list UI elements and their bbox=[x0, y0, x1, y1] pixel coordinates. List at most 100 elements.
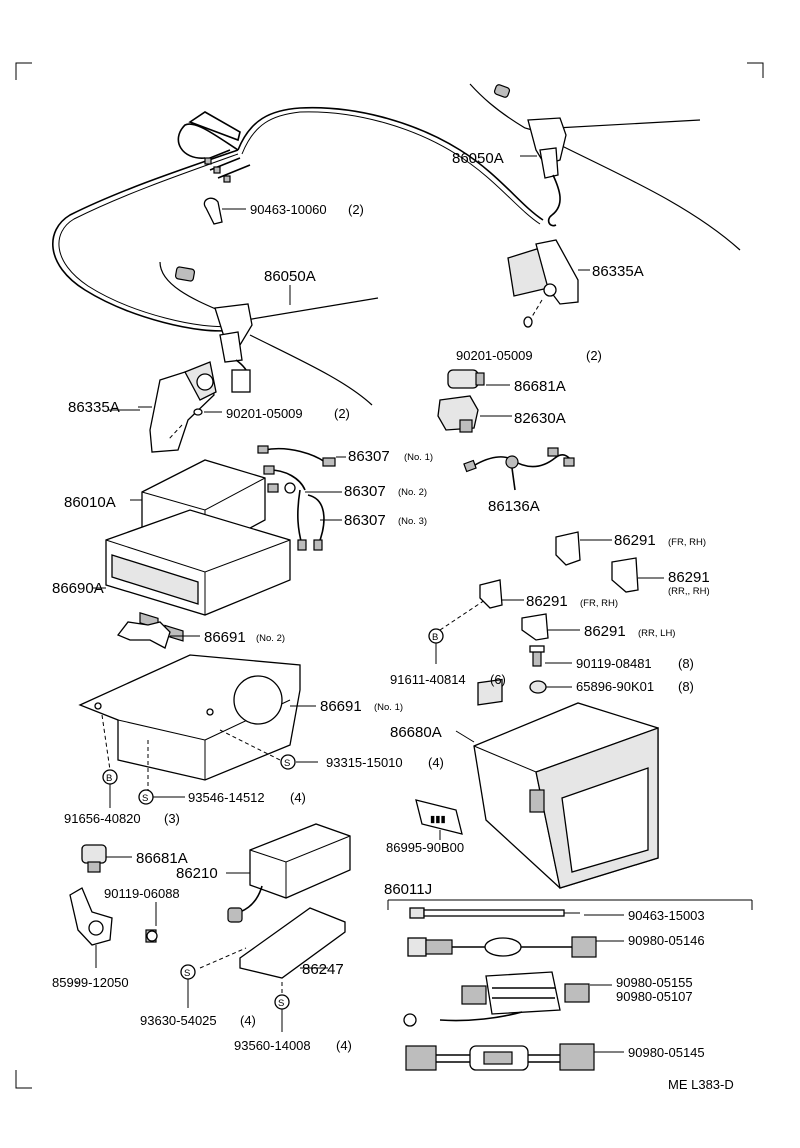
label-86995-90B00: ▮▮▮ bbox=[415, 799, 463, 840]
symbol-s-93630: S bbox=[184, 968, 190, 979]
label-86335A-left: 86335A bbox=[68, 399, 120, 416]
label-86995: 86995-90B00 bbox=[386, 840, 464, 855]
note-86291-d: (RR, LH) bbox=[638, 628, 675, 639]
note-86291-a: (FR, RH) bbox=[668, 537, 706, 548]
harness-90980-05155 bbox=[403, 971, 612, 1027]
label-90119-06088: 90119-06088 bbox=[104, 886, 180, 901]
label-86681A-bottom: 86681A bbox=[136, 850, 188, 867]
label-90463-10060: 90463-10060 bbox=[250, 202, 327, 217]
switch-86681A-bottom bbox=[81, 844, 132, 873]
bracket-86291-fr-rh-a bbox=[555, 531, 612, 566]
cord-86307-no2 bbox=[263, 465, 342, 494]
label-90980-05155: 90980-05155 bbox=[616, 975, 693, 990]
qty-93560: (4) bbox=[336, 1038, 352, 1053]
qty-90201-right: (2) bbox=[586, 348, 602, 363]
unit-86690A bbox=[92, 509, 291, 642]
label-86291-b: 86291 bbox=[668, 569, 710, 586]
note-86291-c: (FR, RH) bbox=[580, 598, 618, 609]
label-91611: 91611-40814 bbox=[390, 672, 466, 687]
label-86050A-mid: 86050A bbox=[264, 268, 316, 285]
svg-text:▮▮▮: ▮▮▮ bbox=[430, 814, 446, 825]
monitor-86680A bbox=[455, 678, 659, 889]
qty-93630: (4) bbox=[240, 1013, 256, 1028]
bracket-86691-no2 bbox=[116, 621, 200, 649]
symbol-s-93315: S bbox=[284, 758, 290, 769]
label-90201-right: 90201-05009 bbox=[456, 348, 533, 363]
label-86136A: 86136A bbox=[488, 498, 540, 515]
bracket-86291-fr-rh-c bbox=[479, 579, 524, 609]
tray-86691-no1 bbox=[78, 654, 316, 795]
harness-90980-05146 bbox=[407, 936, 624, 958]
label-86307-no3: 86307 bbox=[344, 512, 386, 529]
label-86210: 86210 bbox=[176, 865, 218, 882]
label-93560: 93560-14008 bbox=[234, 1038, 311, 1053]
label-93630: 93630-54025 bbox=[140, 1013, 217, 1028]
label-86010A: 86010A bbox=[64, 494, 116, 511]
cord-86307-no3 bbox=[297, 489, 342, 551]
cord-86307-no1 bbox=[257, 445, 346, 467]
qty-93546: (4) bbox=[290, 790, 306, 805]
symbol-markers bbox=[102, 597, 489, 1032]
label-93315: 93315-15010 bbox=[326, 755, 403, 770]
antenna-cable-86050A bbox=[52, 106, 544, 332]
label-86291-a: 86291 bbox=[614, 532, 656, 549]
bracket-86247 bbox=[199, 907, 346, 993]
label-90463-15003: 90463-15003 bbox=[628, 908, 705, 923]
label-90980-05145: 90980-05145 bbox=[628, 1045, 705, 1060]
label-86691-no1: 86691 bbox=[320, 698, 362, 715]
label-65896: 65896-90K01 bbox=[576, 679, 654, 694]
note-86307-no3: (No. 3) bbox=[398, 516, 427, 527]
part-labels: 86050A 90463-10060 (2) 86050A 86335A 902… bbox=[52, 150, 734, 1092]
antenna-86050A-lower bbox=[159, 261, 379, 406]
label-86690A: 86690A bbox=[52, 580, 104, 597]
note-86307-no1: (No. 1) bbox=[404, 452, 433, 463]
leader-lines bbox=[76, 409, 140, 983]
symbol-letters: B B S S S S bbox=[106, 632, 438, 1009]
label-86291-d: 86291 bbox=[584, 623, 626, 640]
kit-86011J bbox=[387, 899, 753, 910]
qty-90119-08481: (8) bbox=[678, 656, 694, 671]
connector-82630A bbox=[437, 395, 512, 433]
symbol-s-93546: S bbox=[142, 793, 148, 804]
qty-93315: (4) bbox=[428, 755, 444, 770]
antenna-bracket-86335A-left bbox=[138, 361, 222, 453]
tie-90463-15003 bbox=[409, 907, 624, 919]
antenna-86050A-upper bbox=[469, 83, 741, 251]
label-82630A: 82630A bbox=[514, 410, 566, 427]
holder-85999-12050 bbox=[69, 887, 113, 968]
note-86307-no2: (No. 2) bbox=[398, 487, 427, 498]
label-90980-05146: 90980-05146 bbox=[628, 933, 705, 948]
label-86050A-top: 86050A bbox=[452, 150, 504, 167]
qty-65896: (8) bbox=[678, 679, 694, 694]
label-90201-left: 90201-05009 bbox=[226, 406, 303, 421]
note-86691-no2: (No. 2) bbox=[256, 633, 285, 644]
reference-code: ME L383-D bbox=[668, 1077, 734, 1092]
unit-86210 bbox=[226, 823, 351, 923]
label-86011J: 86011J bbox=[384, 881, 432, 898]
symbol-s-93560: S bbox=[278, 998, 284, 1009]
bolt-90119-08481 bbox=[529, 645, 572, 667]
label-86291-c: 86291 bbox=[526, 593, 568, 610]
symbol-b-91611: B bbox=[432, 632, 438, 643]
bracket-86291-rr-lh-d bbox=[521, 613, 580, 641]
label-86307-no1: 86307 bbox=[348, 448, 390, 465]
note-86291-b: (RR,, RH) bbox=[668, 586, 710, 597]
note-86691-no1: (No. 1) bbox=[374, 702, 403, 713]
label-90119-08481: 90119-08481 bbox=[576, 656, 652, 671]
label-86247: 86247 bbox=[302, 961, 344, 978]
label-86335A-right: 86335A bbox=[592, 263, 644, 280]
symbol-b-91656: B bbox=[106, 773, 112, 784]
label-86681A-top: 86681A bbox=[514, 378, 566, 395]
label-91656: 91656-40820 bbox=[64, 811, 141, 826]
switch-86681A-top bbox=[447, 369, 510, 389]
label-85999: 85999-12050 bbox=[52, 975, 129, 990]
qty-91656: (3) bbox=[164, 811, 180, 826]
qty-90463-10060: (2) bbox=[348, 202, 364, 217]
nut-65896-90K01 bbox=[529, 680, 572, 694]
bolt-90119-06088 bbox=[145, 902, 158, 943]
label-86691-no2: 86691 bbox=[204, 629, 246, 646]
clamp-90463-10060 bbox=[203, 197, 246, 225]
qty-90201-left: (2) bbox=[334, 406, 350, 421]
qty-91611: (6) bbox=[490, 672, 506, 687]
